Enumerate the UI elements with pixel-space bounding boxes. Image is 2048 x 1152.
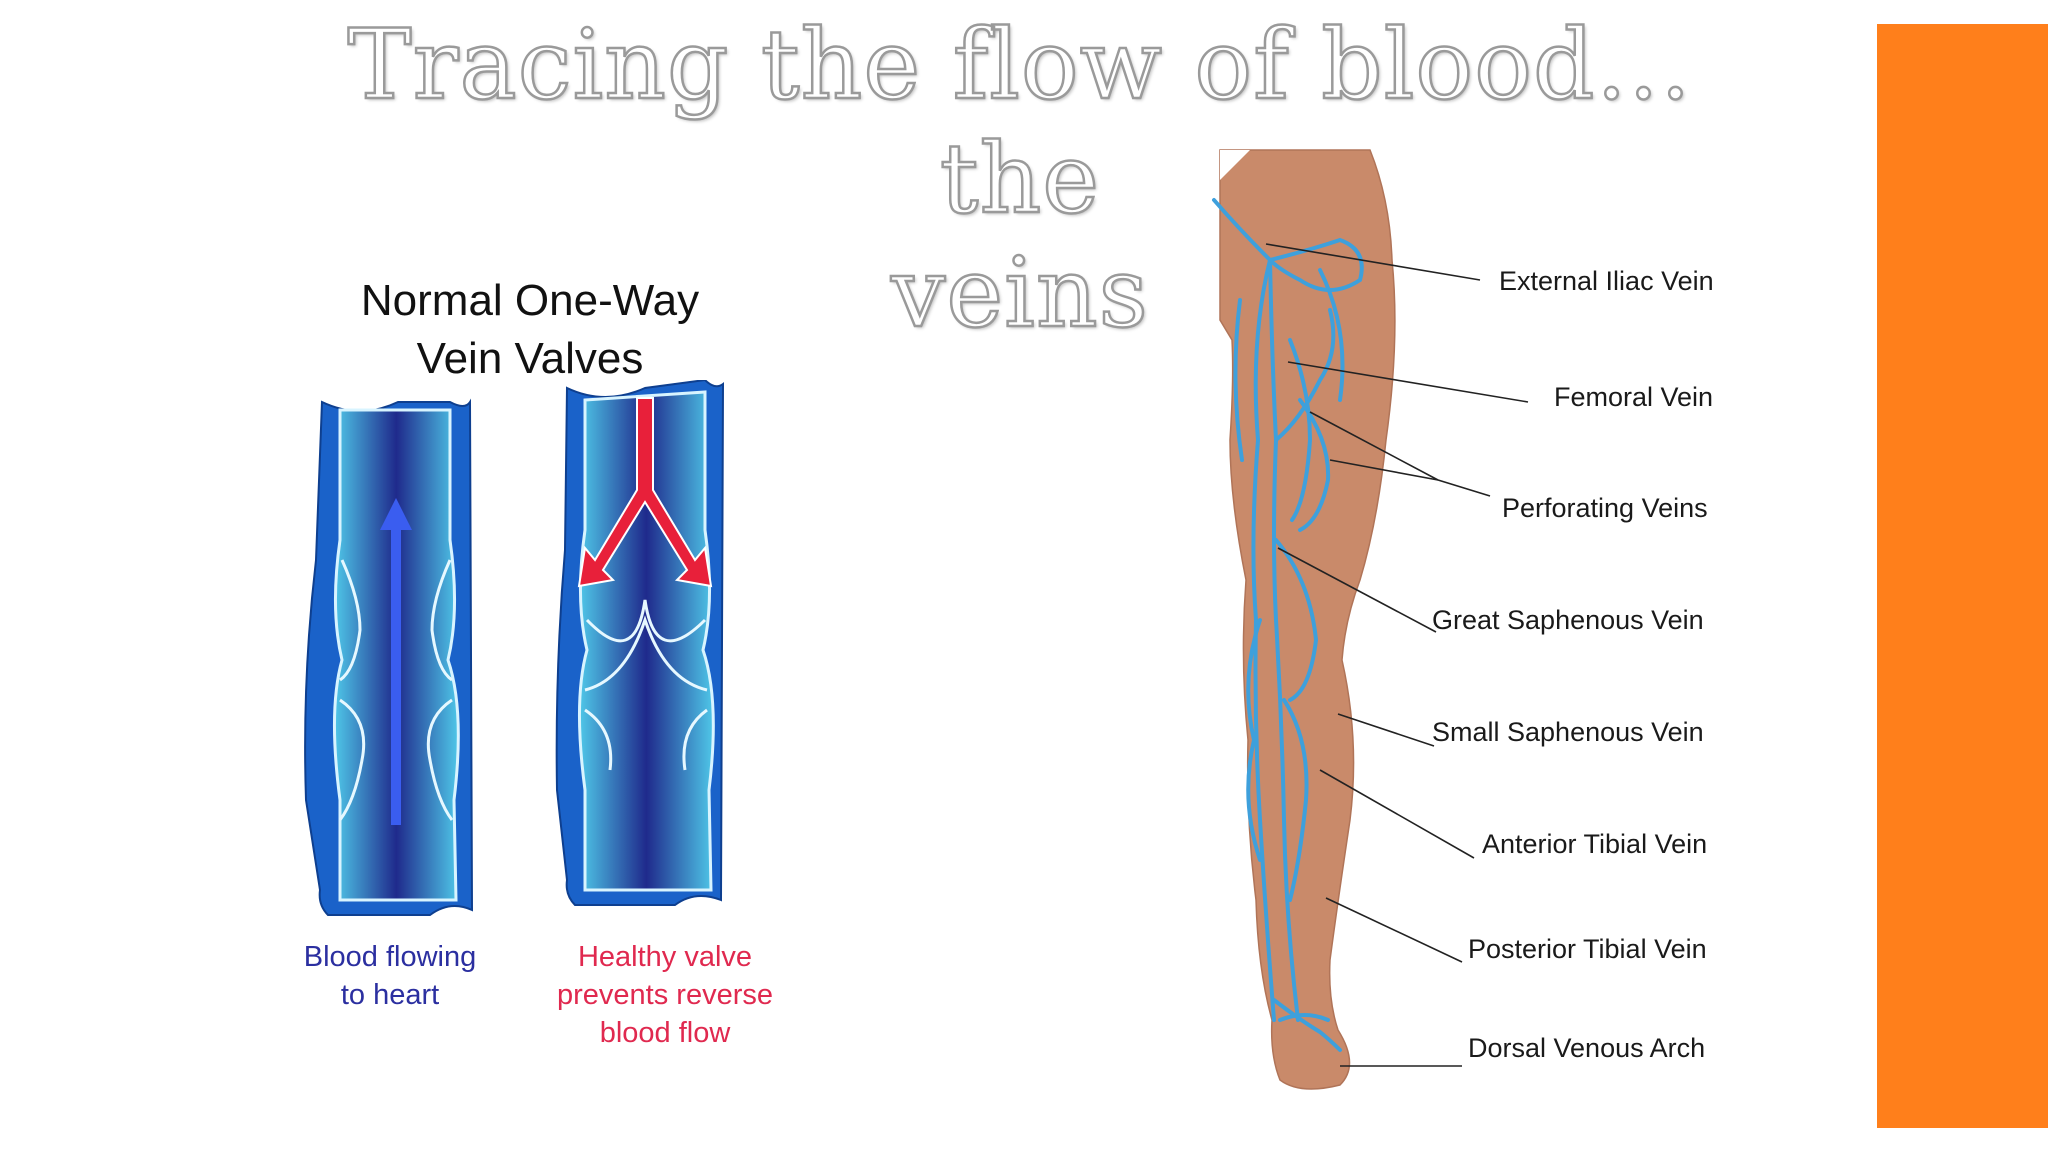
label-anterior-tibial-vein: Anterior Tibial Vein bbox=[1482, 829, 1708, 859]
closed-valve-vein bbox=[555, 380, 725, 906]
vein-valve-illustration bbox=[304, 380, 725, 916]
label-perforating-veins: Perforating Veins bbox=[1502, 493, 1708, 523]
accent-bar bbox=[1877, 24, 2048, 1128]
open-valve-vein bbox=[304, 398, 474, 916]
label-dorsal-venous-arch: Dorsal Venous Arch bbox=[1468, 1033, 1706, 1063]
valve-diagram-title: Normal One-Way Vein Valves bbox=[360, 276, 700, 383]
label-external-iliac-vein: External Iliac Vein bbox=[1499, 266, 1714, 296]
label-posterior-tibial-vein: Posterior Tibial Vein bbox=[1468, 934, 1707, 964]
closed-valve-caption: Healthy valve prevents reverse blood flo… bbox=[557, 941, 773, 1049]
leg-veins-illustration bbox=[1212, 149, 1529, 1090]
label-great-saphenous-vein: Great Saphenous Vein bbox=[1432, 605, 1704, 635]
leg-silhouette bbox=[1219, 149, 1396, 1090]
label-small-saphenous-vein: Small Saphenous Vein bbox=[1432, 717, 1704, 747]
leader-lines bbox=[1265, 243, 1529, 1067]
open-valve-caption: Blood flowing to heart bbox=[303, 941, 477, 1011]
vein-network bbox=[1212, 198, 1364, 1052]
slide-title: Tracing the flow of blood… the veins bbox=[346, 8, 1693, 351]
label-femoral-vein: Femoral Vein bbox=[1554, 382, 1714, 412]
